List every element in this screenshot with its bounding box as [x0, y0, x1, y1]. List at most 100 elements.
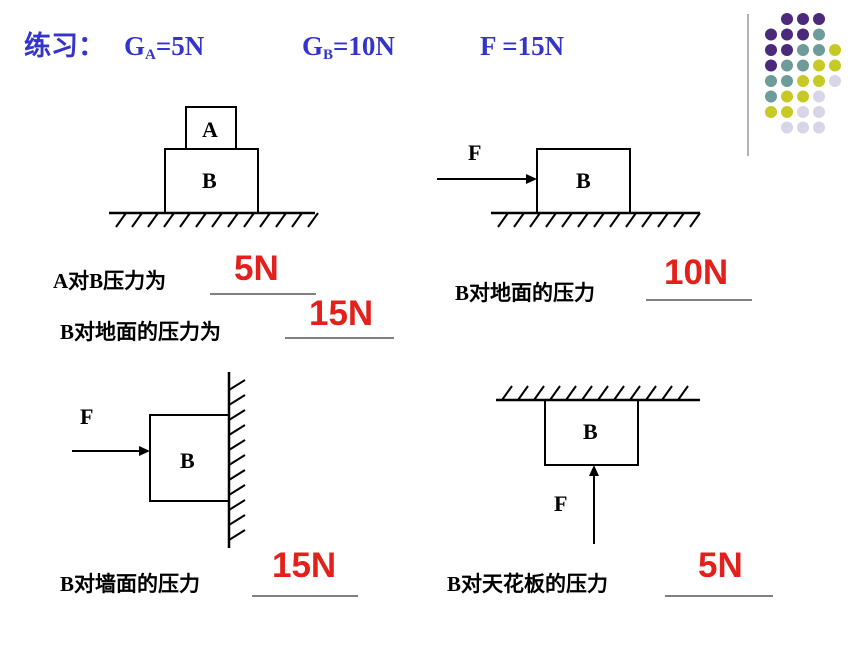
- question-1: A对B压力为: [53, 269, 167, 293]
- hatch-stroke: [307, 212, 319, 228]
- force-label: F: [80, 404, 94, 429]
- force-arrowhead: [589, 465, 599, 476]
- decorative-dot: [797, 59, 809, 72]
- hatch-stroke: [243, 212, 255, 228]
- decorative-dot: [781, 28, 793, 41]
- hatch-stroke: [533, 385, 545, 401]
- force-arrowhead: [139, 446, 150, 456]
- block-a-label: A: [202, 117, 218, 142]
- hatch-stroke: [211, 212, 223, 228]
- hatch-stroke: [661, 385, 673, 401]
- decorative-dot: [781, 44, 793, 56]
- question-5: B对天花板的压力: [447, 572, 609, 596]
- hatch-stroke: [259, 212, 271, 228]
- answer-1: 5N: [234, 249, 279, 288]
- title-prefix: 练习：: [24, 31, 105, 61]
- decorative-dot: [781, 90, 793, 103]
- hatch-stroke: [625, 212, 637, 228]
- decorative-dot: [765, 90, 777, 103]
- decorative-dot: [765, 59, 777, 72]
- decorative-dot: [797, 13, 809, 25]
- decorative-dot: [781, 13, 793, 25]
- decorative-dot: [813, 44, 825, 56]
- decorative-dot: [813, 90, 825, 103]
- decorative-dot: [781, 75, 793, 87]
- decorative-dot: [813, 28, 825, 41]
- hatch-stroke: [131, 212, 143, 228]
- decorative-dot: [829, 44, 841, 56]
- hatch-stroke: [597, 385, 609, 401]
- hatch-stroke: [195, 212, 207, 228]
- hatch-stroke: [517, 385, 529, 401]
- hatch-stroke: [147, 212, 159, 228]
- decorative-dot: [781, 121, 793, 134]
- force-label: F =15N: [480, 31, 565, 61]
- hatch-stroke: [228, 484, 246, 496]
- force-label: F: [468, 140, 482, 165]
- decorative-dot: [829, 59, 841, 72]
- hatch-stroke: [228, 439, 246, 451]
- hatch-stroke: [641, 212, 653, 228]
- decorative-dot: [765, 28, 777, 41]
- hatch-stroke: [673, 212, 685, 228]
- hatch-stroke: [513, 212, 525, 228]
- hatch-stroke: [228, 424, 246, 436]
- hatch-stroke: [689, 212, 701, 228]
- decorative-dot: [797, 44, 809, 56]
- hatch-stroke: [179, 212, 191, 228]
- hatch-stroke: [228, 529, 246, 541]
- decorative-dot: [829, 75, 841, 87]
- decorative-dot: [765, 75, 777, 87]
- hatch-stroke: [228, 499, 246, 511]
- hatch-stroke: [228, 394, 246, 406]
- hatch-stroke: [609, 212, 621, 228]
- diagram-wall-block: [72, 372, 246, 548]
- hatch-stroke: [545, 212, 557, 228]
- decorative-dot: [813, 13, 825, 25]
- answer-3: 10N: [664, 253, 729, 292]
- hatch-stroke: [657, 212, 669, 228]
- hatch-stroke: [291, 212, 303, 228]
- hatch-stroke: [581, 385, 593, 401]
- hatch-stroke: [677, 385, 689, 401]
- decorative-dot: [765, 106, 777, 118]
- ga-label: GA=5N: [124, 31, 205, 63]
- decorative-dot: [813, 121, 825, 134]
- hatch-stroke: [115, 212, 127, 228]
- answer-5: 5N: [698, 546, 743, 585]
- gb-label: GB=10N: [302, 31, 395, 63]
- answer-4: 15N: [272, 546, 337, 585]
- decorative-dot: [797, 121, 809, 134]
- hatch-stroke: [275, 212, 287, 228]
- hatch-stroke: [228, 514, 246, 526]
- question-4: B对墙面的压力: [60, 572, 201, 596]
- wall-hatching: [228, 379, 246, 541]
- diagram-pushed-block: [437, 148, 701, 228]
- ceiling-hatching: [501, 385, 689, 401]
- decorative-dot: [797, 106, 809, 118]
- hatch-stroke: [228, 454, 246, 466]
- ground-hatching: [115, 212, 319, 228]
- decorative-dot-grid: [765, 13, 841, 134]
- decorative-dot: [781, 106, 793, 118]
- decorative-dot: [797, 90, 809, 103]
- decorative-dot: [813, 75, 825, 87]
- decorative-dot: [765, 44, 777, 56]
- block-b-label: B: [576, 168, 591, 193]
- hatch-stroke: [228, 409, 246, 421]
- diagram-ceiling-block: [496, 385, 700, 544]
- decorative-dot: [813, 59, 825, 72]
- decorative-dot: [781, 59, 793, 72]
- block-b-label: B: [583, 419, 598, 444]
- question-3: B对地面的压力: [455, 281, 596, 305]
- hatch-stroke: [228, 379, 246, 391]
- ground-hatching: [497, 212, 701, 228]
- hatch-stroke: [593, 212, 605, 228]
- diagram-stacked-blocks: [109, 106, 319, 228]
- hatch-stroke: [645, 385, 657, 401]
- hatch-stroke: [549, 385, 561, 401]
- page-title: 练习：: [24, 26, 105, 66]
- hatch-stroke: [613, 385, 625, 401]
- decorative-dot: [797, 28, 809, 41]
